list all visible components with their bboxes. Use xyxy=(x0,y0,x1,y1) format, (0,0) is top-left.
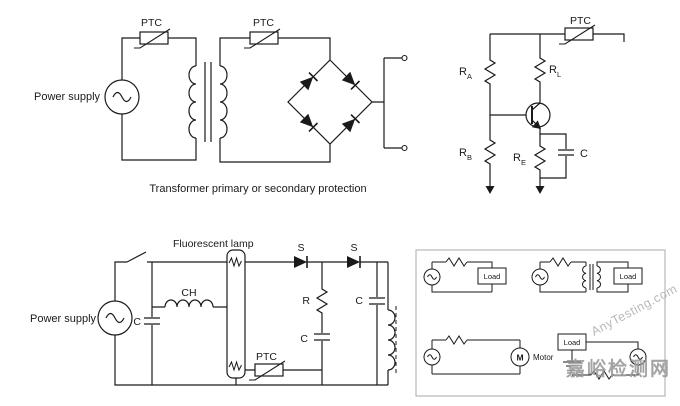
fluorescent-lamp-circuit: Power supply Fluorescent lamp S S CH C R… xyxy=(30,238,397,386)
load-label: Load xyxy=(484,272,501,281)
switch-blade xyxy=(126,251,147,263)
ac-source-icon xyxy=(423,268,441,286)
mini-circuit-motor: M Motor xyxy=(423,335,554,375)
right-capacitor-label: C xyxy=(355,295,363,307)
transformer-core xyxy=(204,62,212,142)
resistor-a-sub: A xyxy=(467,72,472,81)
motor-symbol xyxy=(510,347,530,367)
fluorescent-tube xyxy=(226,249,246,379)
wires xyxy=(114,261,389,386)
switch-s2-label: S xyxy=(350,242,357,254)
tube-filament-bottom xyxy=(228,360,242,372)
ptc-thermistor-icon xyxy=(558,24,596,45)
resistor-e-label: R xyxy=(513,152,521,164)
load-box xyxy=(477,267,507,285)
wires xyxy=(563,341,639,376)
resistor-symbol xyxy=(445,335,468,345)
ac-source-icon xyxy=(423,348,441,366)
wires xyxy=(539,261,629,293)
watermark-jiayu-cn: 嘉峪检测网 xyxy=(565,357,671,380)
resistor-label: R xyxy=(302,295,310,307)
resistor-ra-symbol xyxy=(484,55,496,87)
down-arrow-icon xyxy=(485,186,495,194)
wires xyxy=(121,37,402,163)
resistor-l-label: R xyxy=(549,64,557,76)
mini-circuit-load-3: Load xyxy=(557,333,647,380)
load-label: Load xyxy=(564,338,581,347)
panel-border xyxy=(415,249,666,397)
transistor-circuit: PTC R A R L R B R E C xyxy=(459,15,625,194)
resistor-symbol xyxy=(549,257,572,267)
resistor-re-symbol xyxy=(534,141,546,173)
power-supply-label: Power supply xyxy=(30,313,97,325)
mini-transformer-coils xyxy=(582,265,601,289)
resistor-l-sub: L xyxy=(557,70,561,79)
bridge-rectifier-frame xyxy=(287,59,373,145)
load-box xyxy=(557,333,587,351)
transformer-coils xyxy=(188,65,228,139)
ptc-primary-label: PTC xyxy=(141,17,162,29)
ac-source-icon xyxy=(531,268,549,286)
ac-source-icon xyxy=(104,79,140,115)
wires xyxy=(431,261,493,293)
watermark-anytesting: AnyTesting.com xyxy=(589,282,680,339)
fluorescent-lamp-label: Fluorescent lamp xyxy=(173,238,254,250)
resistor-a-label: R xyxy=(459,66,467,78)
resistor-symbol xyxy=(445,257,468,267)
ptc-label: PTC xyxy=(256,351,277,363)
resistor-symbol xyxy=(316,284,328,316)
output-terminal xyxy=(401,54,408,62)
input-capacitor-label: C xyxy=(133,316,141,328)
choke-coil xyxy=(164,299,214,308)
ptc-label: PTC xyxy=(570,15,591,27)
ballast-coil xyxy=(387,309,396,371)
ptc-secondary-label: PTC xyxy=(253,17,274,29)
down-arrow-icon xyxy=(535,186,545,194)
wires xyxy=(431,339,521,375)
application-examples-panel: Load Load M Motor Load xyxy=(415,249,680,397)
load-label: Load xyxy=(620,272,637,281)
wires xyxy=(489,33,625,186)
resistor-b-label: R xyxy=(459,147,467,159)
resistor-rb-symbol xyxy=(484,135,496,167)
ac-source-icon xyxy=(97,300,133,336)
mid-capacitor-label: C xyxy=(300,333,308,345)
resistor-e-sub: E xyxy=(521,158,526,167)
mini-circuit-load-1: Load xyxy=(423,257,507,293)
transformer-protection-circuit: Power supply PTC PTC Transformer primary… xyxy=(34,17,408,195)
resistor-b-sub: B xyxy=(467,153,472,162)
motor-m-label: M xyxy=(516,353,523,363)
switch-s1-label: S xyxy=(297,242,304,254)
capacitor-label: C xyxy=(580,148,588,160)
motor-label: Motor xyxy=(533,353,554,362)
load-box xyxy=(613,267,643,285)
tube-filament-top xyxy=(228,256,242,268)
resistor-rl-symbol xyxy=(534,53,546,85)
choke-label: CH xyxy=(181,287,196,299)
s2-diode-icon xyxy=(346,255,361,269)
circuit-caption: Transformer primary or secondary protect… xyxy=(149,183,366,195)
s1-diode-icon xyxy=(293,255,308,269)
output-terminal xyxy=(401,144,408,152)
mini-circuit-load-2: Load xyxy=(531,257,643,293)
power-supply-label: Power supply xyxy=(34,91,101,103)
